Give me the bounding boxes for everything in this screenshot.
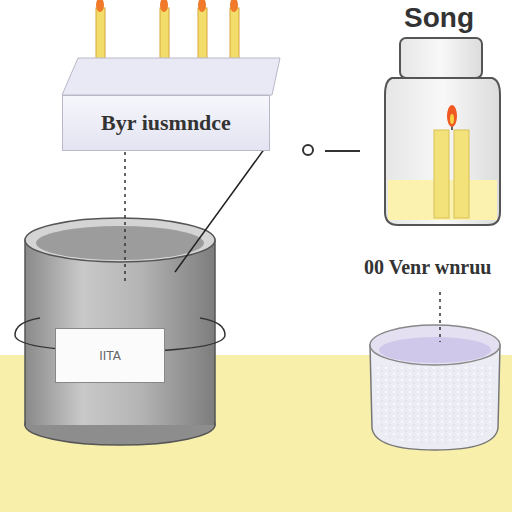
node-text: IITA bbox=[99, 349, 121, 363]
box-top bbox=[62, 58, 280, 95]
metal-can bbox=[15, 218, 225, 445]
leader-line bbox=[175, 148, 265, 272]
callout-label: 00 Venr wnruu bbox=[364, 256, 491, 279]
can-label: IITA bbox=[55, 328, 165, 383]
label-box: Byr iusmndce bbox=[62, 95, 270, 151]
node-text: Byr iusmndce bbox=[101, 110, 231, 136]
dash bbox=[325, 150, 360, 152]
connector-dot bbox=[303, 145, 313, 155]
leader-line bbox=[439, 292, 441, 342]
leader-line bbox=[124, 152, 126, 282]
heading-label: Song bbox=[404, 2, 474, 34]
bowl bbox=[370, 325, 500, 450]
jar bbox=[385, 38, 500, 225]
